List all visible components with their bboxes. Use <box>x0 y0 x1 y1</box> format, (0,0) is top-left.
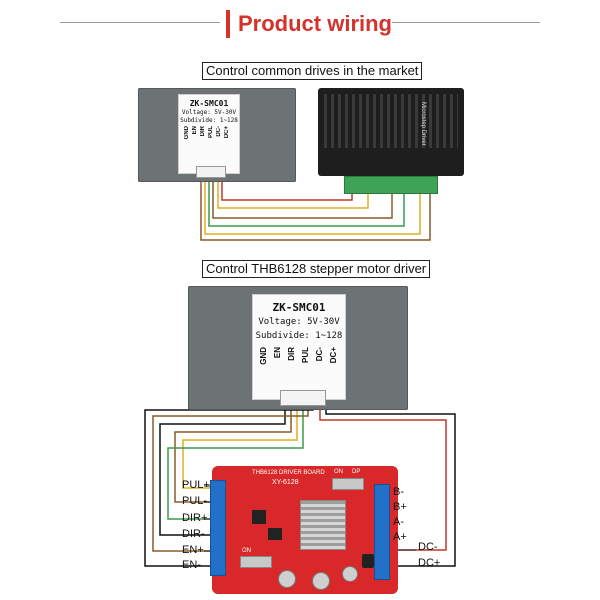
section2-controller-label-card: ZK-SMC01 Voltage: 5V-30V Subdivide: 1~12… <box>252 294 346 400</box>
s1-pin-dcp: DC+ <box>224 126 230 139</box>
thb6128-board: THB6128 DRIVER BOARD XY-6128 DP ON ON <box>212 466 398 594</box>
board-capacitor-1 <box>362 554 374 568</box>
right-pin-a-minus: A- <box>393 516 404 528</box>
board-potentiometer-2 <box>312 572 330 590</box>
board-title: THB6128 DRIVER BOARD <box>252 470 325 476</box>
board-potentiometer-1 <box>278 570 296 588</box>
board-chip-1 <box>252 510 266 524</box>
s1-pin-en: EN <box>192 126 198 135</box>
s2-pin-dcm: DC- <box>315 347 324 362</box>
board-heatsink <box>300 500 346 550</box>
s1-pin-pul: PUL <box>208 126 214 138</box>
board-potentiometer-3 <box>342 566 358 582</box>
s2-pin-pul: PUL <box>301 347 310 363</box>
section1-controller-module: ZK-SMC01 Voltage: 5V-30V Subdivide: 1~12… <box>138 88 296 182</box>
board-left-terminal <box>210 480 226 576</box>
s1-wire-dcm <box>217 172 369 209</box>
board-dip-switch-top <box>332 478 364 490</box>
s1-wire-en <box>204 172 421 235</box>
section2-controller-name: ZK-SMC01 <box>272 301 326 314</box>
left-pin-dir-plus: DIR+ <box>182 512 208 524</box>
section2-controller-voltage: Voltage: 5V-30V <box>258 317 340 327</box>
section1-controller-label-card: ZK-SMC01 Voltage: 5V-30V Subdivide: 1~12… <box>178 94 240 174</box>
s2-pin-en: EN <box>273 347 282 359</box>
board-dp-label: DP <box>352 469 361 475</box>
s1-wire-pul <box>212 172 393 219</box>
s2-pin-dir: DIR <box>287 347 296 361</box>
header-rule-right <box>392 22 540 23</box>
section2-controller-subdivide: Subdivide: 1~128 <box>255 331 343 341</box>
right-pin-b-minus: B- <box>393 486 404 498</box>
right-pin-a-plus: A+ <box>393 531 407 543</box>
board-on-label-top: ON <box>334 469 343 475</box>
section2-label: Control THB6128 stepper motor driver <box>202 260 431 278</box>
section2-controller-connector <box>280 390 326 406</box>
left-pin-en-minus: EN- <box>182 559 201 571</box>
board-right-terminal <box>374 484 390 580</box>
s2-wire-pulm <box>174 400 292 503</box>
section2-wires <box>144 400 456 567</box>
driver-title: Microstep Driver <box>420 102 426 146</box>
header-rule-left <box>60 22 220 23</box>
s2-pin-dcp: DC+ <box>329 347 338 364</box>
left-pin-en-plus: EN+ <box>182 544 204 556</box>
board-chip-2 <box>268 528 282 540</box>
section1-wires <box>200 172 431 241</box>
left-pin-pul-minus: PUL- <box>182 495 208 507</box>
s2-pin-gnd: GND <box>259 347 268 365</box>
section1-controller-connector <box>196 166 226 178</box>
s2-wire-dir <box>167 400 304 520</box>
section1-driver-terminal <box>344 176 438 194</box>
s1-wire-gnd <box>200 172 431 241</box>
s2-wire-pul <box>182 400 298 489</box>
left-pin-pul-plus: PUL+ <box>182 479 210 491</box>
section1-controller-voltage: Voltage: 5V-30V <box>181 109 237 116</box>
section1-controller-subdivide: Subdivide: 1~128 <box>180 117 238 124</box>
board-model: XY-6128 <box>272 479 299 486</box>
driver-heatsink-grid <box>324 94 458 148</box>
s2-wire-dcm <box>319 400 447 551</box>
s1-pin-dir: DIR <box>200 126 206 137</box>
header-accent-bar <box>226 10 230 38</box>
s1-pin-dcm: DC- <box>216 126 222 137</box>
section1-label: Control common drives in the market <box>202 62 423 80</box>
board-on-label-bottom: ON <box>242 548 251 554</box>
section1-driver: Microstep Driver <box>318 88 464 176</box>
section2-controller-module: ZK-SMC01 Voltage: 5V-30V Subdivide: 1~12… <box>188 286 408 410</box>
left-pin-dir-minus: DIR- <box>182 528 205 540</box>
right-pin-dc-minus: DC- <box>418 541 438 553</box>
page-title: Product wiring <box>238 11 392 36</box>
s1-wire-dcp <box>221 172 353 201</box>
s1-pin-gnd: GND <box>184 126 190 140</box>
right-pin-dc-plus: DC+ <box>418 557 441 569</box>
s1-wire-dir <box>208 172 405 227</box>
section1-controller-name: ZK-SMC01 <box>189 99 229 108</box>
right-pin-b-plus: B+ <box>393 501 407 513</box>
board-dip-switch-bottom <box>240 556 272 568</box>
